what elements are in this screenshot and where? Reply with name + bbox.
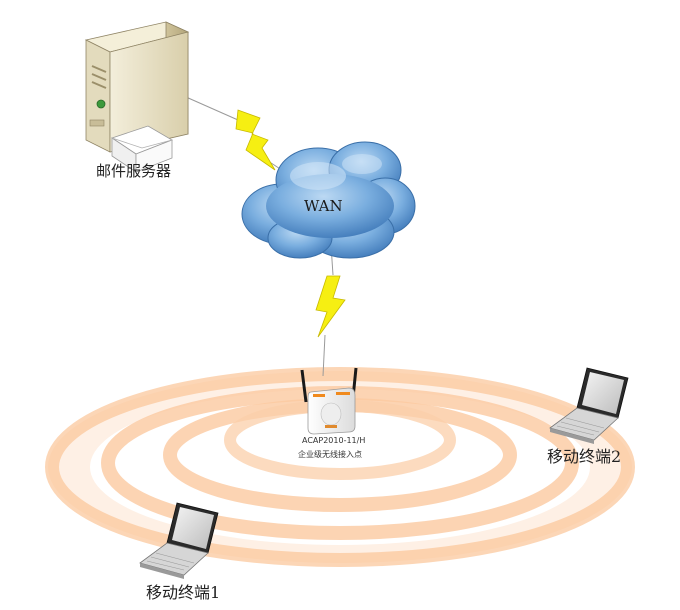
terminal1-label: 移动终端1	[146, 583, 221, 602]
wan-label: WAN	[304, 197, 343, 215]
access-point-icon	[300, 367, 358, 435]
mail-server-icon	[84, 21, 190, 173]
wan-cloud-icon	[241, 141, 416, 259]
terminal2-label: 移动终端2	[547, 447, 622, 466]
bolt-wan-ap	[315, 244, 346, 377]
mail-server-label: 邮件服务器	[96, 162, 172, 180]
access-point-model-label: ACAP2010-11/H	[302, 436, 366, 445]
laptop-terminal1-icon	[139, 502, 219, 579]
laptop-terminal2-icon	[549, 367, 629, 444]
access-point-description-label: 企业级无线接入点	[298, 450, 362, 459]
